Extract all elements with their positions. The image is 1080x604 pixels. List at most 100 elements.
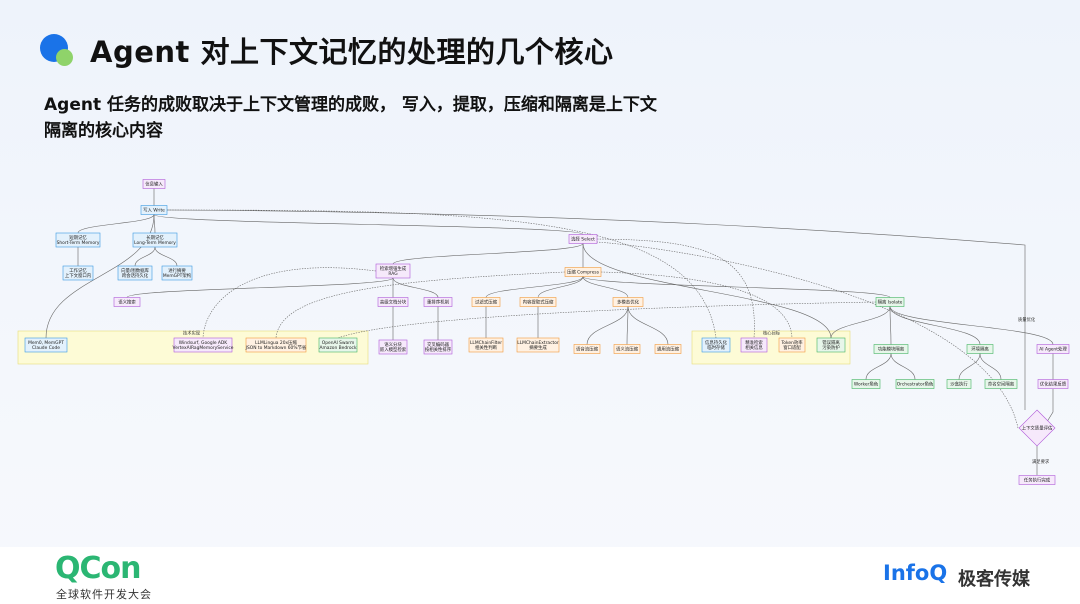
node-orch-text: Orchestrator角色 [897, 381, 934, 388]
node-persist-text: 信息持久化 [705, 339, 728, 346]
node-chunk-text: 高级文档分块 [380, 299, 407, 306]
edge-write-stm [77, 214, 155, 234]
qcon-subtitle: 全球软件开发大会 [56, 588, 152, 601]
node-envisolate-text: 环境隔离 [971, 346, 989, 353]
node-semsearch-text: 语义搜索 [118, 299, 136, 306]
node-vec-text: 跨会话持久化 [122, 272, 149, 279]
node-namespace: 命名空间隔离 [984, 379, 1018, 389]
node-funcisolate-text: 功能模块隔离 [878, 346, 905, 353]
node-optimize: 优化结果反馈 [1037, 379, 1069, 389]
label-core: 核心目标 [763, 330, 781, 337]
node-done: 任务执行完成 [1018, 475, 1056, 485]
edge-isolate-agent [889, 306, 1054, 345]
label-tech: 技术实现 [183, 330, 201, 337]
node-persist-text: 临时存储 [707, 344, 725, 351]
node-mem0-text: Claude Code [32, 345, 60, 351]
node-isolate: 隔离 Isolate [875, 297, 905, 307]
qcon-logo: QCon [55, 551, 141, 586]
node-select-text: 选择 Select [571, 236, 595, 243]
edge-rag-rerank [392, 277, 439, 298]
node-multi-text: 多模态优化 [617, 299, 640, 306]
node-work-text: 上下文窗口内 [65, 272, 91, 279]
edge-funcisolate-worker [865, 353, 892, 380]
edge-ltm-vec [134, 246, 156, 267]
node-optimize-text: 优化结果反馈 [1040, 381, 1067, 388]
dotted-link-3 [600, 271, 793, 339]
node-semsearch: 语义搜索 [113, 297, 141, 307]
node-rag-text: 检索增强生成 [380, 265, 407, 272]
node-rerank: 重排序机制 [423, 297, 453, 307]
node-sandbox-text: 沙盒执行 [950, 381, 968, 388]
node-chainfilter-text: LLMChainFilter [470, 340, 502, 346]
node-token-text: Token效率 [780, 339, 803, 346]
node-llmlingua-text: JSON to Markdown 60%节省 [245, 344, 307, 351]
node-mem0-text: Mem0, MemGPT [28, 340, 64, 346]
node-mem-text: MemGPT架构 [163, 272, 192, 279]
edge-write-select [153, 214, 584, 235]
edge-envisolate-sandbox [958, 353, 981, 380]
node-chainextract-text: LLMChainExtractor [517, 340, 559, 346]
node-stm-text: 短期记忆 [69, 234, 87, 241]
node-mem-text: 进行摘要 [168, 267, 186, 274]
node-write-text: 写入 Write [143, 208, 165, 214]
node-envisolate: 环境隔离 [966, 344, 994, 354]
node-speech: 语音流压缩 [573, 344, 601, 354]
node-ltm-text: 长期记忆 [146, 234, 164, 241]
dotted-link-6 [337, 301, 877, 339]
node-work-text: 工作记忆 [69, 267, 87, 274]
node-isolate-text: 隔离 Isolate [878, 299, 903, 306]
node-openai-text: OpenAI Swarm [322, 340, 355, 346]
node-errctl-text: 污染防护 [822, 344, 840, 351]
node-evaluate-text: 上下文质量评估 [1022, 425, 1053, 432]
node-errctl-text: 错误隔离 [822, 339, 840, 346]
node-agent: AI Agent处理 [1036, 344, 1070, 354]
edge-isolate-funcisolate [889, 306, 892, 345]
node-worker-text: Worker角色 [854, 381, 879, 388]
infoq-logo: InfoQ [883, 561, 948, 585]
node-token-text: 窗口适配 [783, 344, 801, 351]
label-satisfy: 满足要求 [1032, 458, 1050, 465]
node-rag-text: RAG [388, 271, 398, 277]
node-filter: 过滤式压缩 [471, 297, 501, 307]
edge-envisolate-namespace [979, 353, 1002, 380]
dotted-link-4 [202, 267, 377, 339]
node-worker: Worker角色 [851, 379, 881, 389]
edge-ltm-mem [154, 246, 178, 267]
node-crossenc-text: 按相关性排序 [425, 346, 452, 353]
edge-compress-multi [582, 276, 629, 298]
node-vec-text: 向量/图数据库 [121, 267, 149, 274]
node-chunk: 高级文档分块 [377, 297, 409, 307]
node-extract: 内容提取式压缩 [519, 297, 557, 307]
node-extract-text: 内容提取式压缩 [523, 299, 554, 306]
geek-media-logo: 极客传媒 [958, 569, 1030, 590]
node-chainfilter-text: 相关性判断 [475, 344, 498, 351]
edge-isolate-envisolate [889, 306, 981, 345]
node-filter-text: 过滤式压缩 [475, 299, 498, 306]
node-funcisolate: 功能模块隔离 [873, 344, 909, 354]
node-windsurf-text: VertexAIRagMemoryService [173, 345, 234, 351]
dotted-link-2 [596, 238, 755, 339]
label-feedback: 质量优化 [1018, 316, 1036, 323]
node-rerank-text: 重排序机制 [427, 299, 450, 306]
node-input: 信息输入 [142, 179, 166, 189]
node-openai-text: Amazon Bedrock [320, 345, 357, 351]
edge-select-errctl [582, 243, 832, 339]
node-semchunk-text: 嵌入模型检索 [380, 346, 407, 353]
node-windsurf-text: Windsurf, Google ADK [179, 340, 228, 346]
node-write: 写入 Write [140, 205, 168, 215]
edge-compress-isolate [582, 276, 891, 298]
brand-dots-icon [40, 34, 76, 70]
node-precise-text: 精准检索 [745, 339, 763, 346]
